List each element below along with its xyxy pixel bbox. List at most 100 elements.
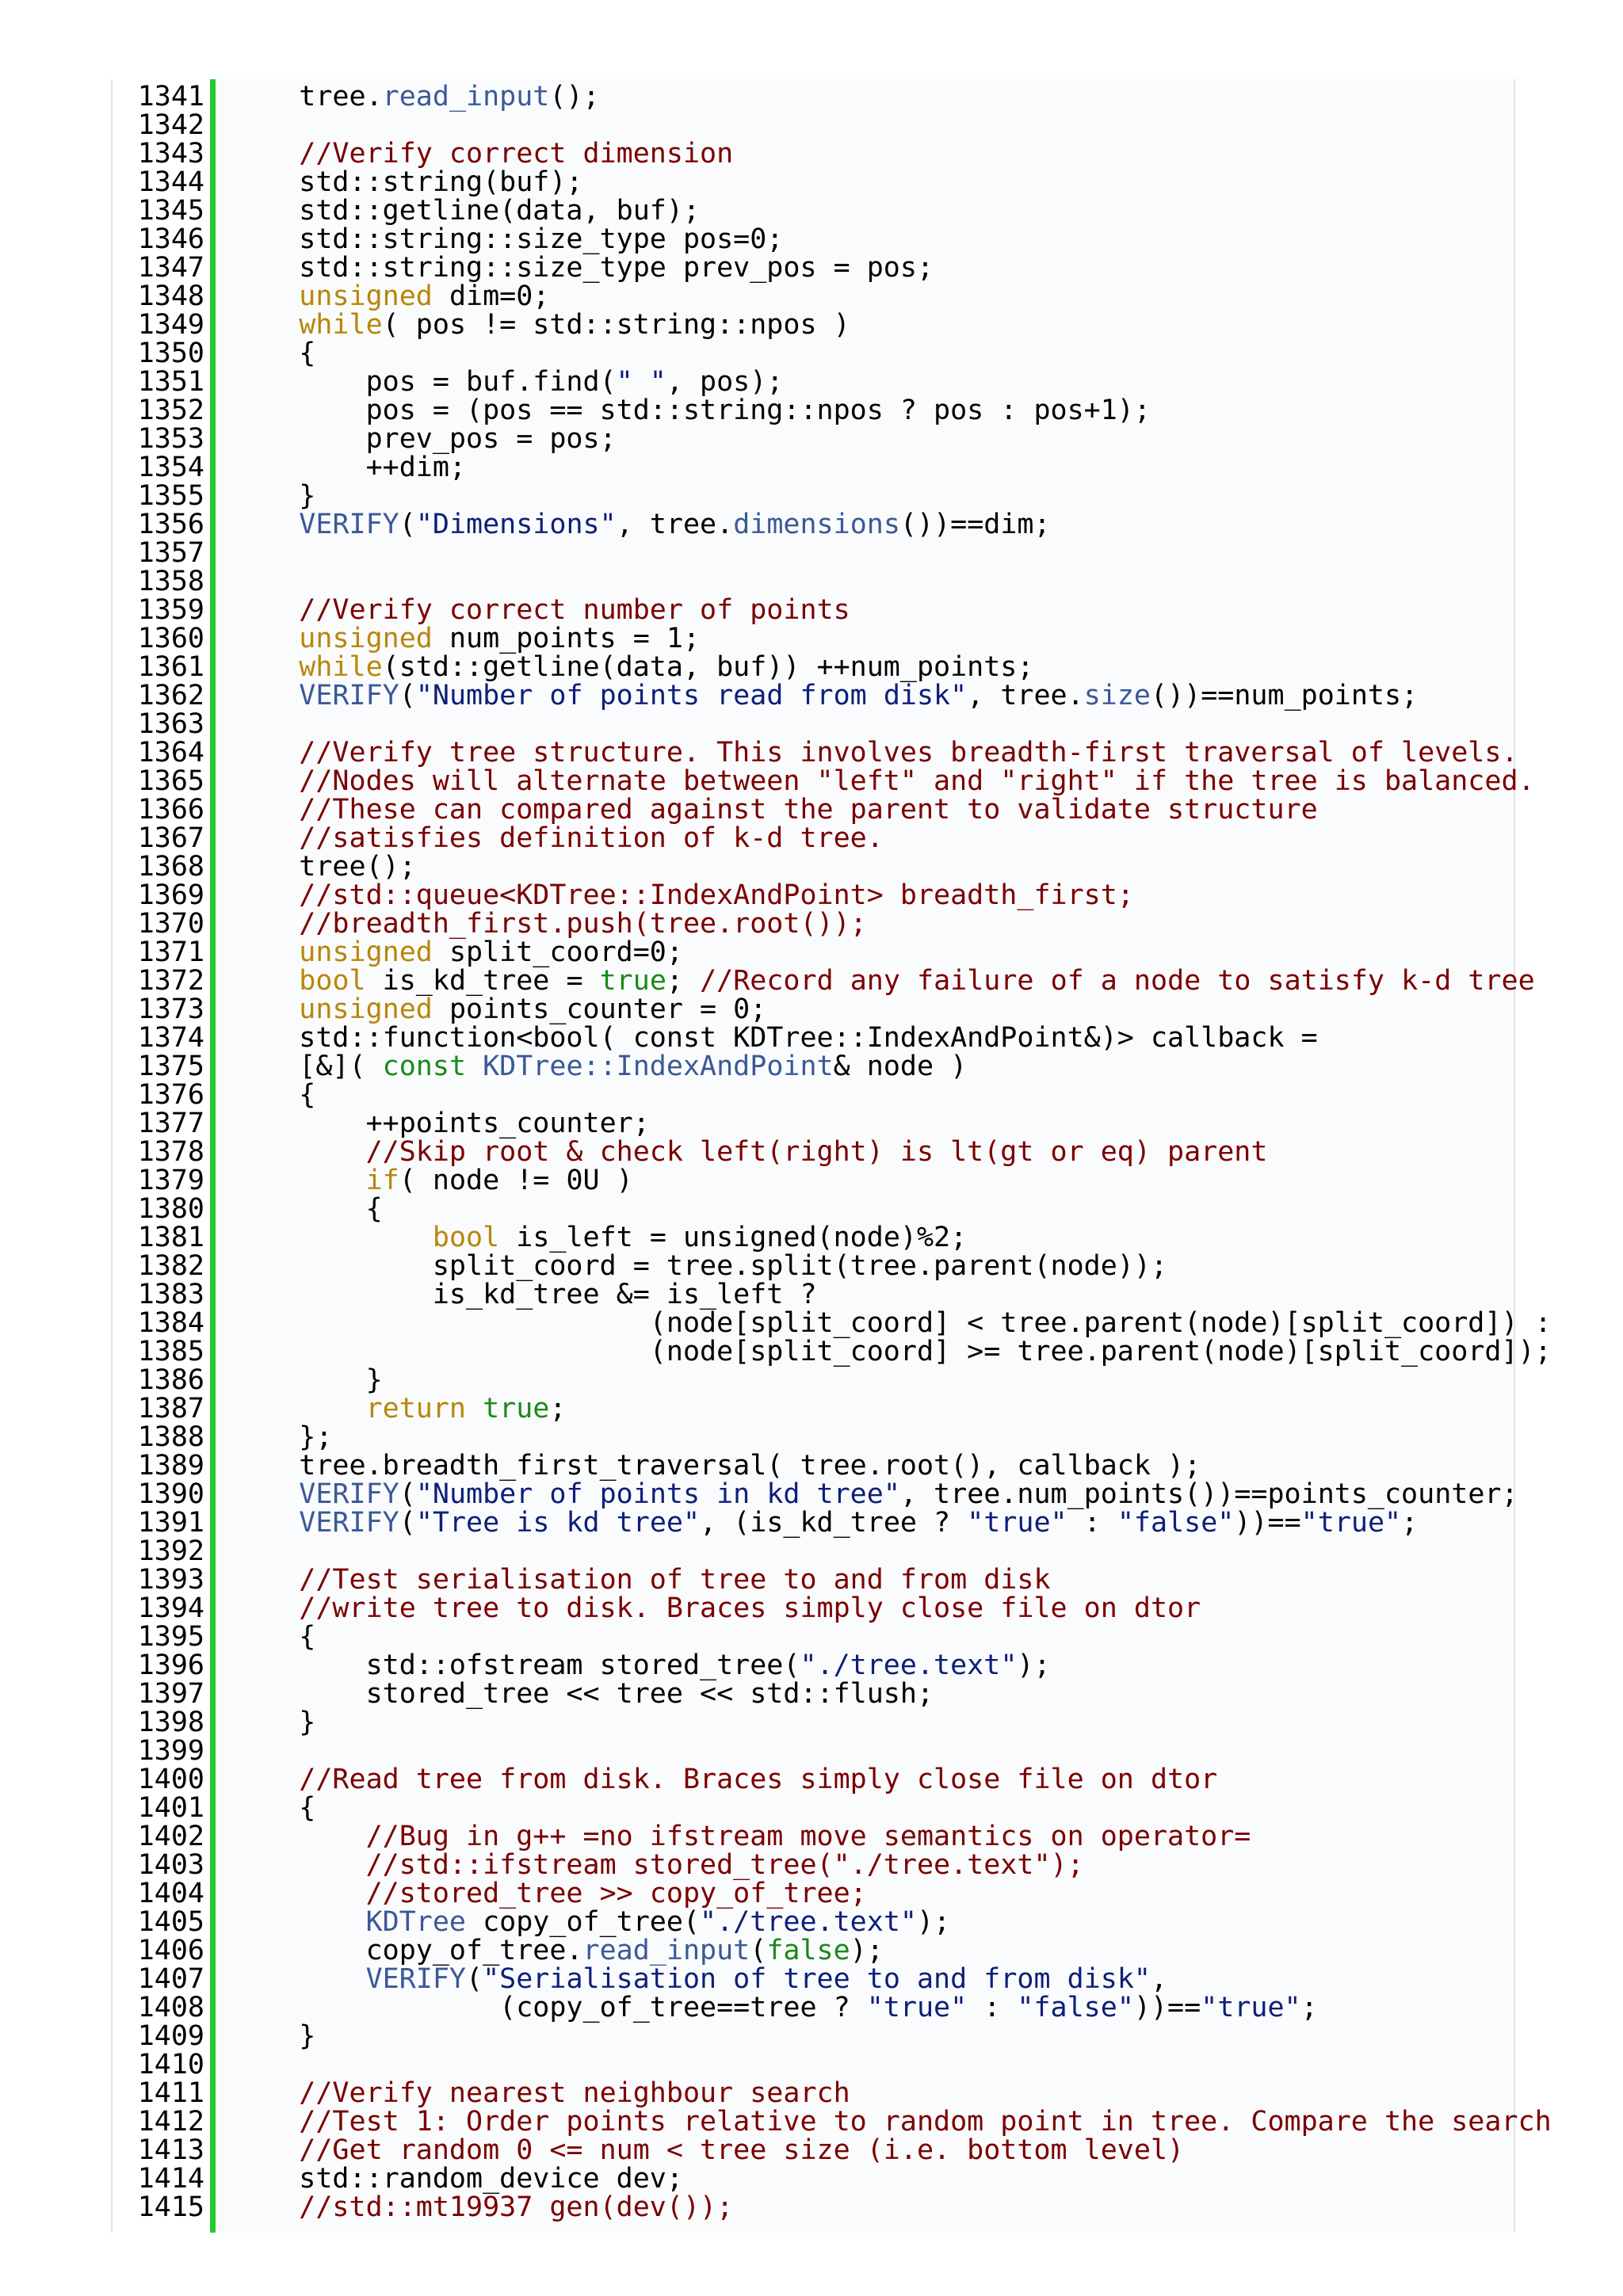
- line-number: 1396: [137, 1650, 204, 1681]
- line-number: 1346: [137, 223, 204, 255]
- code-token: [232, 1478, 299, 1510]
- line-number: 1407: [137, 1963, 204, 1995]
- code-token: //satisfies definition of k-d tree.: [232, 822, 884, 854]
- code-token: is_kd_tree &= is_left ?: [232, 1279, 817, 1310]
- line-number: 1391: [137, 1507, 204, 1539]
- code-line: 1384 (node[split_coord] < tree.parent(no…: [0, 1309, 1623, 1337]
- code-text: //Test 1: Order points relative to rando…: [232, 2106, 1552, 2138]
- code-text: //satisfies definition of k-d tree.: [232, 824, 884, 852]
- line-number: 1345: [137, 195, 204, 227]
- code-token: ,: [1150, 1963, 1168, 1995]
- code-text: stored_tree << tree << std::flush;: [232, 1680, 934, 1708]
- code-text: //Get random 0 <= num < tree size (i.e. …: [232, 2136, 1184, 2164]
- line-number: 1361: [137, 651, 204, 683]
- code-line: 1396 std::ofstream stored_tree("./tree.t…: [0, 1651, 1623, 1680]
- code-token: VERIFY: [365, 1963, 467, 1995]
- code-line: 1370 //breadth_first.push(tree.root());: [0, 910, 1623, 938]
- code-token: ))==: [1234, 1507, 1301, 1539]
- code-token: //Skip root & check left(right) is lt(gt…: [232, 1136, 1268, 1168]
- code-text: std::string(buf);: [232, 168, 582, 196]
- line-number: 1389: [137, 1450, 204, 1482]
- line-number: 1380: [137, 1193, 204, 1225]
- code-line: 1393 //Test serialisation of tree to and…: [0, 1566, 1623, 1594]
- code-token: //Record any failure of a node to satisf…: [700, 965, 1535, 997]
- code-line: 1383 is_kd_tree &= is_left ?: [0, 1280, 1623, 1309]
- gutter-change-marker: [210, 79, 216, 2233]
- code-token: (copy_of_tree==tree ?: [232, 1992, 867, 2023]
- code-line: 1378 //Skip root & check left(right) is …: [0, 1138, 1623, 1166]
- code-line: 1369 //std::queue<KDTree::IndexAndPoint>…: [0, 881, 1623, 910]
- code-line: 1368 tree();: [0, 852, 1623, 881]
- code-text: };: [232, 1423, 332, 1451]
- code-line: 1412 //Test 1: Order points relative to …: [0, 2107, 1623, 2136]
- code-line: 1388 };: [0, 1423, 1623, 1451]
- code-token: //std::queue<KDTree::IndexAndPoint> brea…: [232, 879, 1134, 911]
- code-text: std::function<bool( const KDTree::IndexA…: [232, 1022, 1318, 1054]
- code-token: }: [232, 480, 316, 512]
- code-token: is_left = unsigned(node)%2;: [499, 1222, 968, 1253]
- page-bottom: [0, 2233, 1623, 2296]
- code-token: ++dim;: [232, 452, 467, 483]
- code-line: 1356 VERIFY("Dimensions", tree.dimension…: [0, 510, 1623, 539]
- code-text: //Read tree from disk. Braces simply clo…: [232, 1765, 1217, 1794]
- code-token: [232, 651, 299, 683]
- code-token: "Number of points read from disk": [415, 680, 968, 711]
- code-token: std::string::size_type prev_pos = pos;: [232, 252, 934, 284]
- line-number: 1372: [137, 965, 204, 997]
- code-text: bool is_left = unsigned(node)%2;: [232, 1223, 967, 1252]
- code-token: [232, 509, 299, 540]
- code-line: 1353 prev_pos = pos;: [0, 425, 1623, 453]
- line-number: 1355: [137, 480, 204, 512]
- code-text: std::getline(data, buf);: [232, 196, 700, 225]
- code-token: unsigned: [299, 936, 433, 968]
- code-line: 1367 //satisfies definition of k-d tree.: [0, 824, 1623, 852]
- code-text: }: [232, 1708, 315, 1737]
- code-line: 1404 //stored_tree >> copy_of_tree;: [0, 1879, 1623, 1908]
- line-number: 1356: [137, 509, 204, 540]
- code-text: std::ofstream stored_tree("./tree.text")…: [232, 1651, 1051, 1680]
- code-token: ;: [1300, 1992, 1318, 2023]
- code-token: [232, 309, 299, 341]
- code-line: 1397 stored_tree << tree << std::flush;: [0, 1680, 1623, 1708]
- line-number: 1399: [137, 1735, 204, 1767]
- code-token: //Test 1: Order points relative to rando…: [232, 2106, 1552, 2138]
- code-token: prev_pos = pos;: [232, 423, 617, 455]
- code-token: {: [232, 338, 316, 369]
- code-token: split_coord = tree.split(tree.parent(nod…: [232, 1250, 1168, 1282]
- code-line: 1391 VERIFY("Tree is kd tree", (is_kd_tr…: [0, 1508, 1623, 1537]
- code-token: [232, 936, 299, 968]
- code-text: //write tree to disk. Braces simply clos…: [232, 1594, 1201, 1623]
- code-token: "Serialisation of tree to and from disk": [483, 1963, 1151, 1995]
- code-line: 1343 //Verify correct dimension: [0, 139, 1623, 168]
- line-number: 1386: [137, 1364, 204, 1396]
- line-number: 1368: [137, 851, 204, 883]
- line-number: 1344: [137, 166, 204, 198]
- line-number: 1370: [137, 908, 204, 940]
- code-token: :: [967, 1992, 1018, 2023]
- code-token: );: [916, 1906, 951, 1938]
- code-text: unsigned dim=0;: [232, 282, 549, 311]
- line-number: 1415: [137, 2191, 204, 2223]
- code-line: 1348 unsigned dim=0;: [0, 282, 1623, 311]
- code-line: 1408 (copy_of_tree==tree ? "true" : "fal…: [0, 1993, 1623, 2022]
- code-line: 1385 (node[split_coord] >= tree.parent(n…: [0, 1337, 1623, 1366]
- code-token: VERIFY: [299, 1478, 399, 1510]
- code-token: ++points_counter;: [232, 1108, 650, 1139]
- code-line: 1374 std::function<bool( const KDTree::I…: [0, 1024, 1623, 1052]
- code-text: (copy_of_tree==tree ? "true" : "false"))…: [232, 1993, 1318, 2022]
- line-number: 1397: [137, 1678, 204, 1710]
- code-token: "true": [967, 1507, 1067, 1539]
- code-line: 1362 VERIFY("Number of points read from …: [0, 681, 1623, 710]
- code-token: }: [232, 1707, 316, 1738]
- code-token: };: [232, 1421, 333, 1453]
- code-line: 1411 //Verify nearest neighbour search: [0, 2079, 1623, 2107]
- code-token: ;: [549, 1393, 567, 1425]
- code-token: (node[split_coord] >= tree.parent(node)[…: [232, 1336, 1552, 1367]
- code-token: false: [766, 1935, 850, 1966]
- code-token: std::function<bool( const KDTree::IndexA…: [232, 1022, 1318, 1054]
- line-number: 1379: [137, 1165, 204, 1196]
- code-token: //breadth_first.push(tree.root());: [232, 908, 867, 940]
- code-token: {: [232, 1621, 316, 1653]
- code-text: //std::ifstream stored_tree("./tree.text…: [232, 1851, 1084, 1879]
- code-token: [466, 1051, 483, 1082]
